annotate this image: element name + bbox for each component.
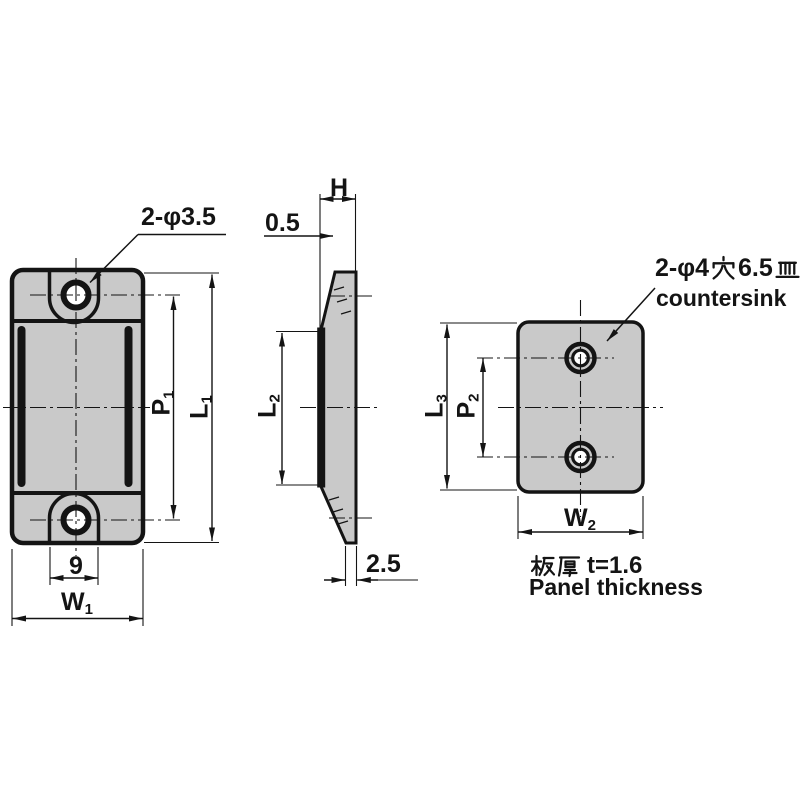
dim-w2-label: W2 bbox=[564, 504, 596, 535]
front-top-hole-pocket bbox=[47, 272, 101, 325]
dim-l2 bbox=[276, 330, 321, 486]
kanji-countersink-icon bbox=[775, 261, 800, 278]
plate-hole-note-size: 6.5 bbox=[738, 254, 773, 282]
dim-h bbox=[319, 194, 357, 329]
front-bottom-hole-pocket bbox=[47, 491, 101, 543]
dim-25 bbox=[324, 546, 418, 586]
front-hole-note-label: 2-φ3.5 bbox=[141, 203, 216, 231]
dim-l1-label: L1 bbox=[185, 395, 216, 419]
dim-25-label: 2.5 bbox=[366, 550, 401, 578]
plate-hole-leader bbox=[606, 287, 656, 342]
front-view-body bbox=[9, 267, 146, 546]
strike-plate-view bbox=[440, 287, 663, 539]
magnet-bar-right bbox=[124, 326, 133, 487]
plate-centerlines bbox=[477, 300, 663, 517]
dim-w1 bbox=[11, 549, 144, 626]
side-slant-ticks bbox=[328, 286, 352, 525]
dim-l3-label: L3 bbox=[420, 394, 451, 418]
front-centerlines bbox=[3, 258, 180, 556]
dim-h-label: H bbox=[330, 174, 349, 202]
dim-l1 bbox=[144, 272, 219, 544]
panel-thickness-note: t=1.6 板厚 t=1.6 bbox=[531, 553, 642, 578]
dim-w1-label: W1 bbox=[61, 588, 93, 619]
kanji-board-icon bbox=[531, 554, 555, 577]
kanji-hole-icon bbox=[712, 255, 735, 280]
dim-w2 bbox=[517, 496, 644, 539]
dim-9-label: 9 bbox=[69, 552, 83, 580]
kanji-thickness-icon bbox=[557, 556, 581, 578]
front-hole-leader bbox=[89, 233, 226, 284]
panel-thickness-value: t=1.6 bbox=[587, 552, 643, 579]
panel-thickness-en-label: Panel thickness bbox=[529, 574, 703, 600]
dim-p1-label: P1 bbox=[147, 390, 178, 416]
dim-l3 bbox=[440, 322, 517, 491]
dim-p2-label: P2 bbox=[452, 393, 483, 419]
dim-05-label: 0.5 bbox=[265, 209, 300, 237]
dim-9 bbox=[49, 547, 99, 585]
side-view bbox=[264, 194, 418, 586]
plate-hole-note-prefix: 2-φ4 bbox=[655, 254, 710, 282]
plate-hole-note-en-label: countersink bbox=[656, 285, 787, 311]
plate-hole-note-label: 2-φ4 6.5 2-φ4穴6.5皿 bbox=[655, 255, 800, 281]
magnet-bar-left bbox=[17, 326, 26, 487]
dim-l2-label: L2 bbox=[253, 394, 284, 418]
front-view bbox=[3, 233, 226, 626]
side-centerlines bbox=[300, 295, 378, 519]
